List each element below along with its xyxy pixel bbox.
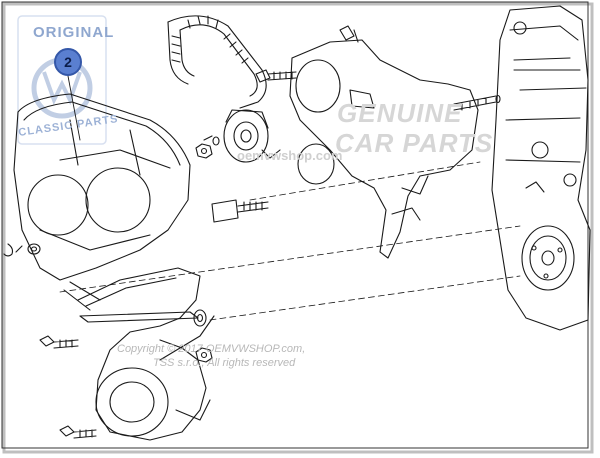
callout-leader: [67, 75, 81, 141]
nut-lower: [195, 347, 213, 363]
rear-belt-cover: [289, 25, 479, 259]
frame-border: [1, 1, 589, 449]
watermark-copyright-line2: TSS s.r.o., All rights reserved: [153, 357, 296, 369]
upper-belt-cover: [13, 93, 191, 281]
leader-lines: [59, 161, 521, 321]
logo-original-text: ORIGINAL: [33, 24, 115, 41]
watermark-site: oemvwshop.com: [237, 148, 343, 163]
nut-left-of-tensioner: [195, 143, 213, 159]
water-pump-pulley: [521, 225, 575, 291]
engine-block: [491, 5, 591, 331]
bolt-upper: [255, 69, 297, 83]
bolt-bottom-left: [59, 425, 97, 439]
lower-belt-cover: [63, 267, 215, 441]
stud-sleeve: [211, 199, 269, 223]
watermark-car-parts: CAR PARTS: [335, 128, 494, 158]
long-stud: [453, 94, 501, 111]
part-callout-badge[interactable]: 2: [54, 48, 82, 76]
washer-left: [3, 243, 41, 257]
lower-strap: [79, 309, 207, 327]
bolt-lower-left: [39, 335, 79, 349]
tensioner-pulley: [223, 109, 281, 163]
spacer-bolt: [203, 135, 220, 146]
timing-belt: [167, 15, 267, 109]
watermark-genuine: GENUINE: [337, 98, 463, 128]
watermark-copyright-line1: Copyright © 2017 OEMVWSHOP.com,: [117, 343, 306, 355]
frame-shadow: [2, 2, 594, 454]
